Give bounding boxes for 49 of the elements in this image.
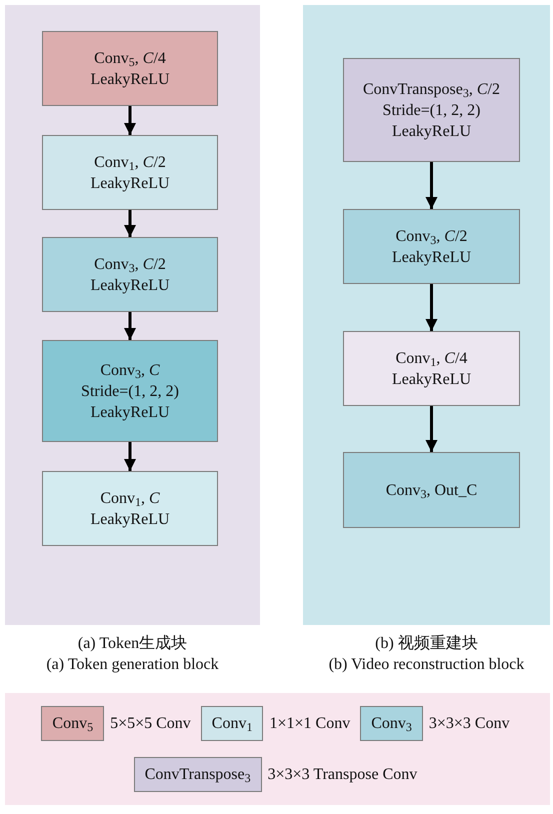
panel-caption: (a) Token生成块 bbox=[78, 634, 188, 654]
arrow bbox=[124, 106, 136, 135]
layer-text: ConvTranspose$_{3}$, C/2 bbox=[363, 80, 500, 100]
layer-text: Stride=(1, 2, 2) bbox=[81, 382, 179, 402]
layer-text: Conv$_{3}$, C bbox=[100, 360, 160, 380]
legend-swatch: Conv$_{3}$ bbox=[360, 706, 423, 741]
layer-text: Conv$_{1}$, C bbox=[100, 488, 160, 508]
layer-text: LeakyReLU bbox=[392, 248, 472, 268]
layer-text: Conv$_{1}$, C/4 bbox=[396, 348, 468, 368]
layer-box bbox=[42, 471, 218, 546]
layer-box bbox=[42, 340, 218, 442]
layer-text: LeakyReLU bbox=[90, 174, 170, 194]
legend-swatch: Conv$_{5}$ bbox=[41, 706, 104, 741]
layer-box bbox=[42, 135, 218, 210]
layer-text: LeakyReLU bbox=[90, 276, 170, 296]
panel-background bbox=[303, 5, 550, 625]
layer-box bbox=[343, 209, 520, 284]
layer-text: Stride=(1, 2, 2) bbox=[382, 100, 480, 120]
legend-swatch: ConvTranspose$_{3}$ bbox=[134, 757, 262, 792]
arrow bbox=[124, 210, 136, 237]
arrow bbox=[124, 442, 136, 471]
layer-box bbox=[343, 331, 520, 406]
panel-caption: (a) Token generation block bbox=[46, 655, 219, 675]
layer-text: Conv$_{3}$, C/2 bbox=[396, 226, 468, 246]
layer-box bbox=[343, 452, 520, 528]
layer-text: Conv$_{1}$, C/2 bbox=[94, 152, 166, 172]
arrow bbox=[124, 312, 136, 340]
layer-text: Conv$_{3}$, Out_C bbox=[386, 480, 478, 500]
legend-text: 3×3×3 Transpose Conv bbox=[268, 764, 418, 784]
layer-text: LeakyReLU bbox=[90, 510, 170, 530]
legend-text: 5×5×5 Conv bbox=[110, 714, 191, 734]
layer-box bbox=[42, 237, 218, 312]
panel-background bbox=[5, 5, 260, 625]
panel-caption: (b) 视频重建块 bbox=[375, 634, 478, 654]
layer-text: LeakyReLU bbox=[90, 402, 170, 422]
panel-caption: (b) Video reconstruction block bbox=[328, 655, 524, 675]
layer-box bbox=[42, 31, 218, 106]
layer-text: Conv$_{5}$, C/4 bbox=[94, 48, 166, 68]
layer-text: LeakyReLU bbox=[90, 70, 170, 90]
legend-text: 1×1×1 Conv bbox=[269, 714, 350, 734]
layer-text: Conv$_{3}$, C/2 bbox=[94, 254, 166, 274]
layer-text: LeakyReLU bbox=[392, 370, 472, 390]
arrow bbox=[426, 162, 438, 209]
layer-text: LeakyReLU bbox=[392, 122, 472, 142]
legend-swatch: Conv$_{1}$ bbox=[200, 706, 264, 741]
layer-box bbox=[343, 58, 520, 162]
legend-text: 3×3×3 Conv bbox=[428, 714, 510, 734]
arrow bbox=[426, 406, 438, 452]
arrow bbox=[426, 284, 438, 331]
